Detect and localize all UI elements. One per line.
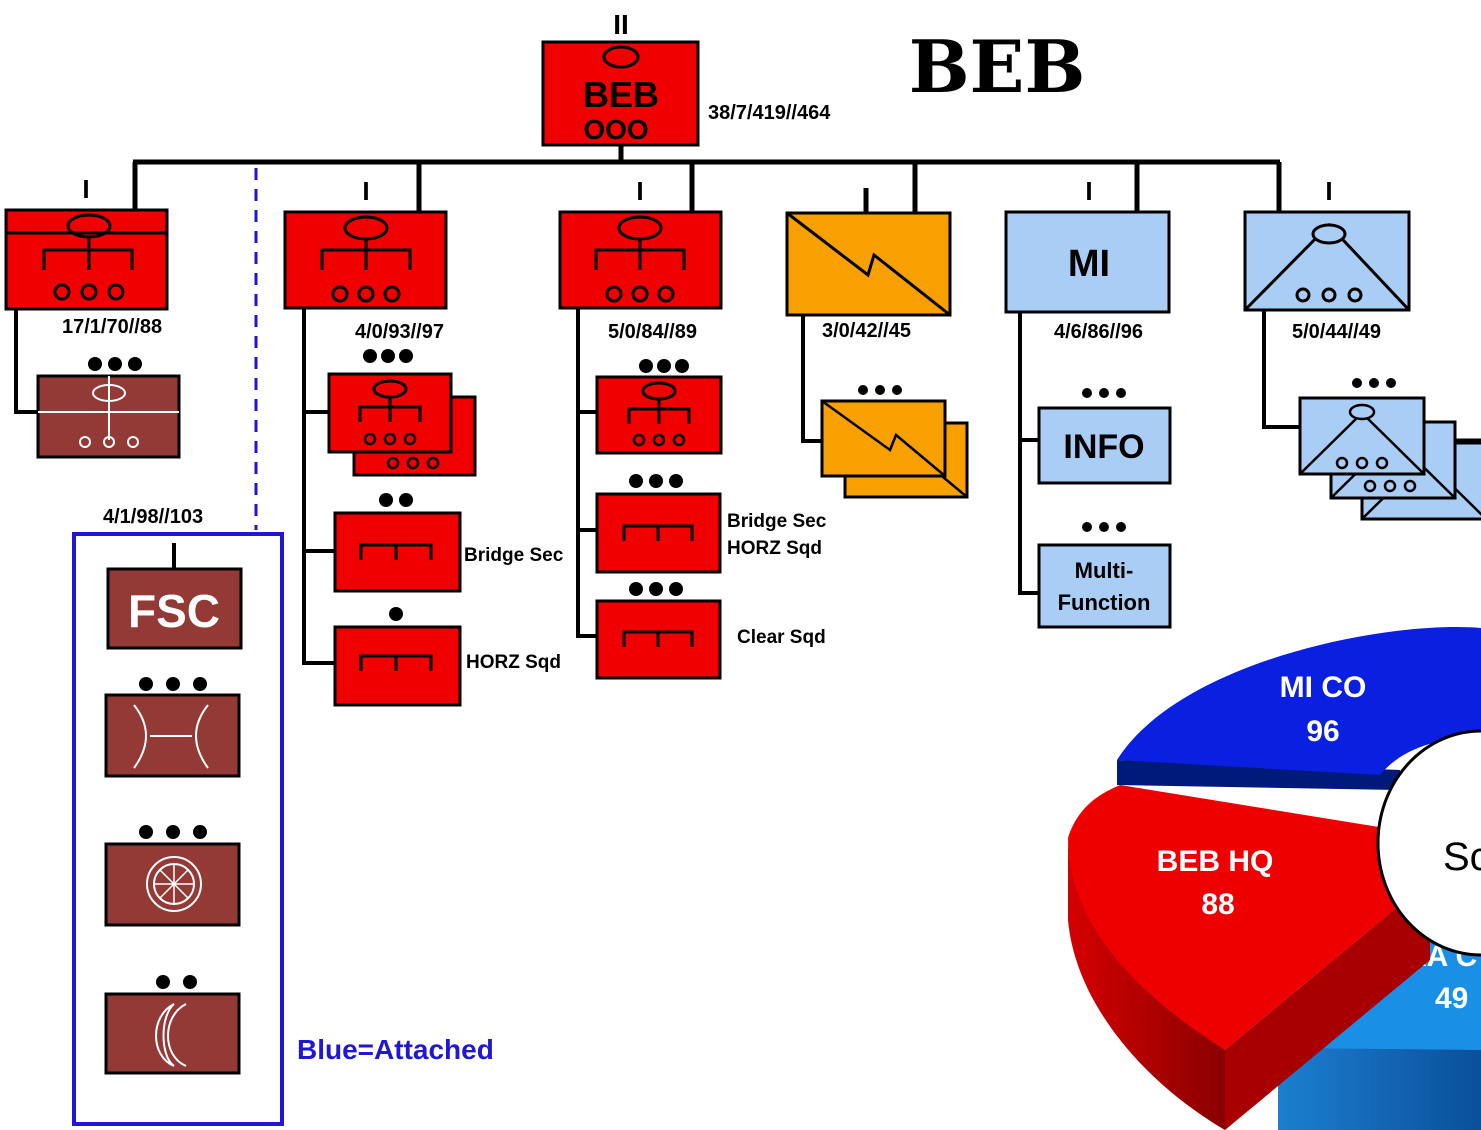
main-bus [132, 145, 1282, 212]
pie-value: 88 [1201, 888, 1234, 921]
hq-platoon-dots [88, 357, 142, 371]
pie-center: Sc [1376, 729, 1481, 957]
attached-border [72, 532, 284, 1126]
fsc-label: FSC [128, 585, 220, 637]
company-aa: I 5/0/44//49 [1243, 176, 1481, 521]
battalion-label: BEB [583, 74, 659, 115]
svg-text:I: I [362, 176, 369, 206]
strength-label: 5/0/84//89 [608, 321, 697, 343]
pie-slice-mi-co: MI CO 96 [1117, 627, 1481, 790]
pie-slice-beb-hq: BEB HQ 88 [1068, 785, 1430, 1130]
svg-text:I: I [1325, 176, 1332, 206]
company-mi: I MI 4/6/86//96 INFO Multi- Function [1004, 176, 1172, 629]
page-title: BEB [909, 24, 1086, 109]
strength-label: 17/1/70//88 [62, 316, 162, 338]
battalion-strength: 38/7/419//464 [708, 102, 831, 124]
fsc-group: 4/1/98//103 FSC [72, 506, 284, 1126]
battalion-hq-unit: II BEB OOO 38/7/419//464 [541, 9, 831, 147]
svg-text:Function: Function [1058, 590, 1151, 615]
svg-text:Clear Sqd: Clear Sqd [737, 627, 826, 648]
svg-text:I: I [636, 176, 643, 206]
company-hq: I 17/1/70//88 [4, 174, 181, 459]
svg-text:Bridge Sec: Bridge Sec [727, 511, 827, 532]
svg-text:Multi-: Multi- [1075, 558, 1134, 583]
pie-label: BEB HQ [1157, 845, 1274, 878]
company-eng1: I 4/0/93//97 Bridge Sec HORZ Sqd [283, 176, 564, 707]
pie-label: MI CO [1280, 671, 1367, 704]
svg-text:I: I [1085, 176, 1092, 206]
strength-label: 3/0/42//45 [822, 320, 911, 342]
company-signal: 3/0/42//45 [785, 188, 969, 499]
pie-value: 49 [1435, 982, 1468, 1015]
company-eng2: I 5/0/84//89 Bridge Sec HORZ Sqd Clear S… [558, 176, 827, 680]
svg-text:Bridge Sec: Bridge Sec [464, 545, 564, 566]
pie-value: 96 [1306, 715, 1339, 748]
svg-text:HORZ Sqd: HORZ Sqd [466, 652, 561, 673]
svg-text:I: I [82, 174, 89, 204]
strength-pie-chart: MI CO 96 AA C 49 BEB HQ 88 Sc [1068, 627, 1481, 1130]
battalion-ooo: OOO [583, 114, 648, 145]
strength-label: 4/0/93//97 [355, 321, 444, 343]
strength-label: 5/0/44//49 [1292, 321, 1381, 343]
strength-label: 4/6/86//96 [1054, 321, 1143, 343]
attached-legend: Blue=Attached [297, 1034, 494, 1065]
svg-text:HORZ Sqd: HORZ Sqd [727, 538, 822, 559]
fsc-strength: 4/1/98//103 [103, 506, 203, 528]
echelon-marker-battalion: II [613, 9, 629, 40]
pie-center-label: Sc [1443, 835, 1481, 879]
info-label: INFO [1063, 428, 1144, 466]
mi-label: MI [1068, 243, 1110, 285]
